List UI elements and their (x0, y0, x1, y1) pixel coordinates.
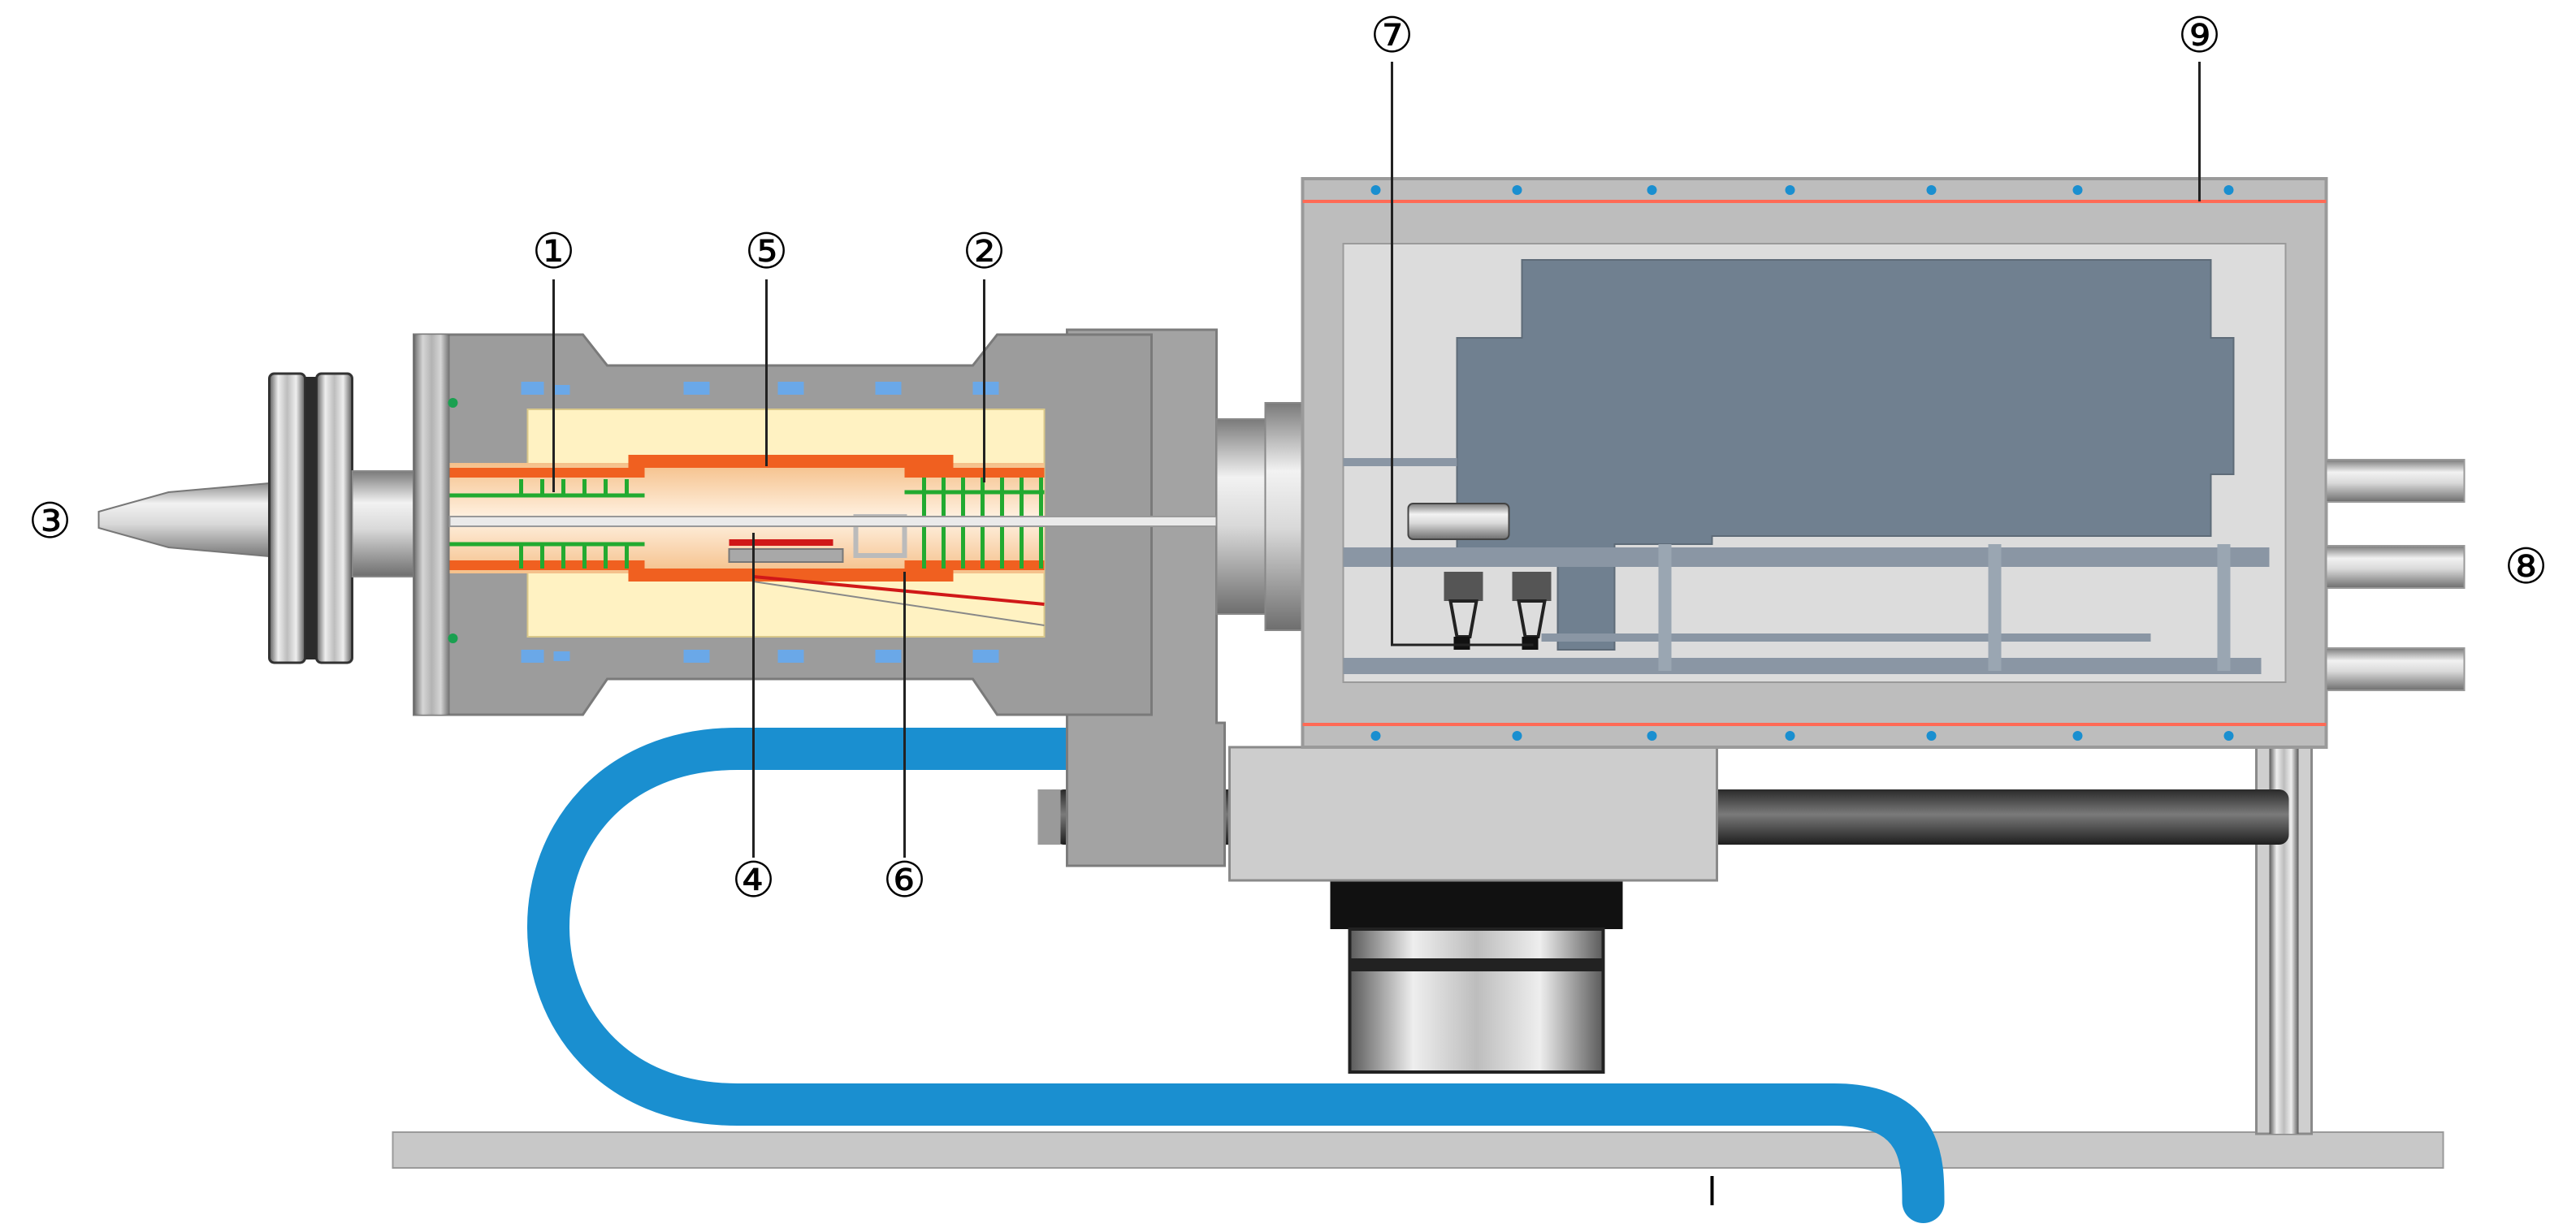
coil-band-bottom-right (904, 560, 1045, 570)
flange-gap (305, 377, 317, 659)
pedestal-collar (1349, 958, 1604, 971)
pedestal-column (1348, 927, 1605, 1074)
reactor-face (413, 335, 450, 715)
chamber-rivets-bottom (1370, 731, 2234, 741)
callout-5: ⑤ (745, 223, 789, 280)
base-plate (392, 1131, 2444, 1169)
carriage-block (1228, 746, 1718, 882)
coil-band-top-left (449, 468, 645, 478)
rail-right-upper (1622, 556, 2257, 565)
callout-1: ① (532, 223, 576, 280)
clamp-pair (1444, 572, 1552, 650)
flange-plate-2 (315, 372, 353, 664)
rail-thin (1541, 633, 2151, 642)
callout-8: ⑧ (2505, 538, 2548, 595)
pedestal-top (1330, 877, 1623, 929)
leader-lines (552, 62, 2201, 858)
chamber-connector (1215, 418, 1266, 615)
callout-6: ⑥ (883, 852, 927, 909)
callout-9: ⑨ (2178, 7, 2222, 64)
outlet-pipes (2325, 459, 2466, 691)
coil-band-bottom-left (449, 560, 645, 570)
flange-neck (351, 470, 418, 577)
beam-line (753, 575, 1045, 606)
cooling-channels-top (521, 382, 999, 395)
callout-3: ③ (28, 493, 72, 550)
flange-plate-1 (268, 372, 306, 664)
coolant-hose (527, 728, 1945, 1223)
rail-lower (1343, 658, 2262, 674)
callout-4: ④ (732, 852, 776, 909)
coil-winding-left (449, 479, 645, 569)
target-red (729, 539, 833, 546)
internal-mechanism (1456, 259, 2235, 651)
probe-tip (1407, 503, 1510, 540)
rod-end-cap (1037, 789, 1061, 845)
sample-plate (728, 548, 844, 563)
beam-line-2 (753, 581, 1045, 626)
rail-posts (1658, 544, 2231, 671)
callouts: ① ② ③ ④ ⑤ ⑥ ⑦ ⑧ ⑨ (28, 7, 2548, 909)
chamber-collar (1264, 402, 1305, 631)
cooling-channels-bottom (521, 650, 999, 663)
callout-7: ⑦ (1370, 7, 1414, 64)
heater-sleeve-bottom (628, 569, 954, 582)
rail-upper-left (1343, 458, 1457, 466)
heater-sleeve-top (628, 455, 954, 468)
callout-2: ② (963, 223, 1007, 280)
chamber-rivets-top (1370, 185, 2234, 195)
coil-band-top-right (904, 468, 1045, 478)
body-rivets (448, 398, 458, 643)
